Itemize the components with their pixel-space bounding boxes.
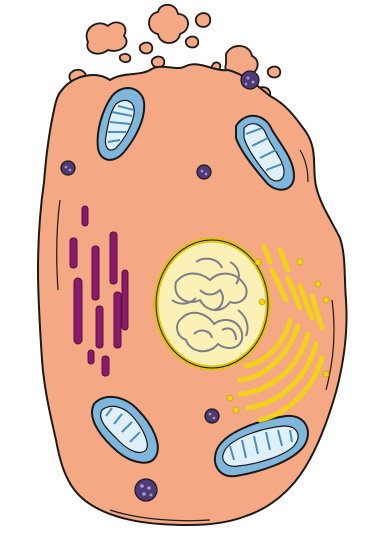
- lysosome: [205, 409, 219, 423]
- lysosome: [61, 161, 75, 175]
- membrane-fragment: [87, 22, 127, 53]
- lysosome: [135, 479, 157, 501]
- membrane-fragment: [149, 5, 188, 43]
- lysosome: [241, 71, 259, 89]
- membrane-fragment: [186, 37, 198, 48]
- membrane-fragment: [140, 43, 152, 54]
- lysosome: [197, 165, 211, 179]
- membrane-fragment: [196, 13, 210, 27]
- membrane-fragment: [268, 67, 280, 78]
- membrane-fragment: [120, 54, 131, 62]
- nucleus: [156, 240, 268, 368]
